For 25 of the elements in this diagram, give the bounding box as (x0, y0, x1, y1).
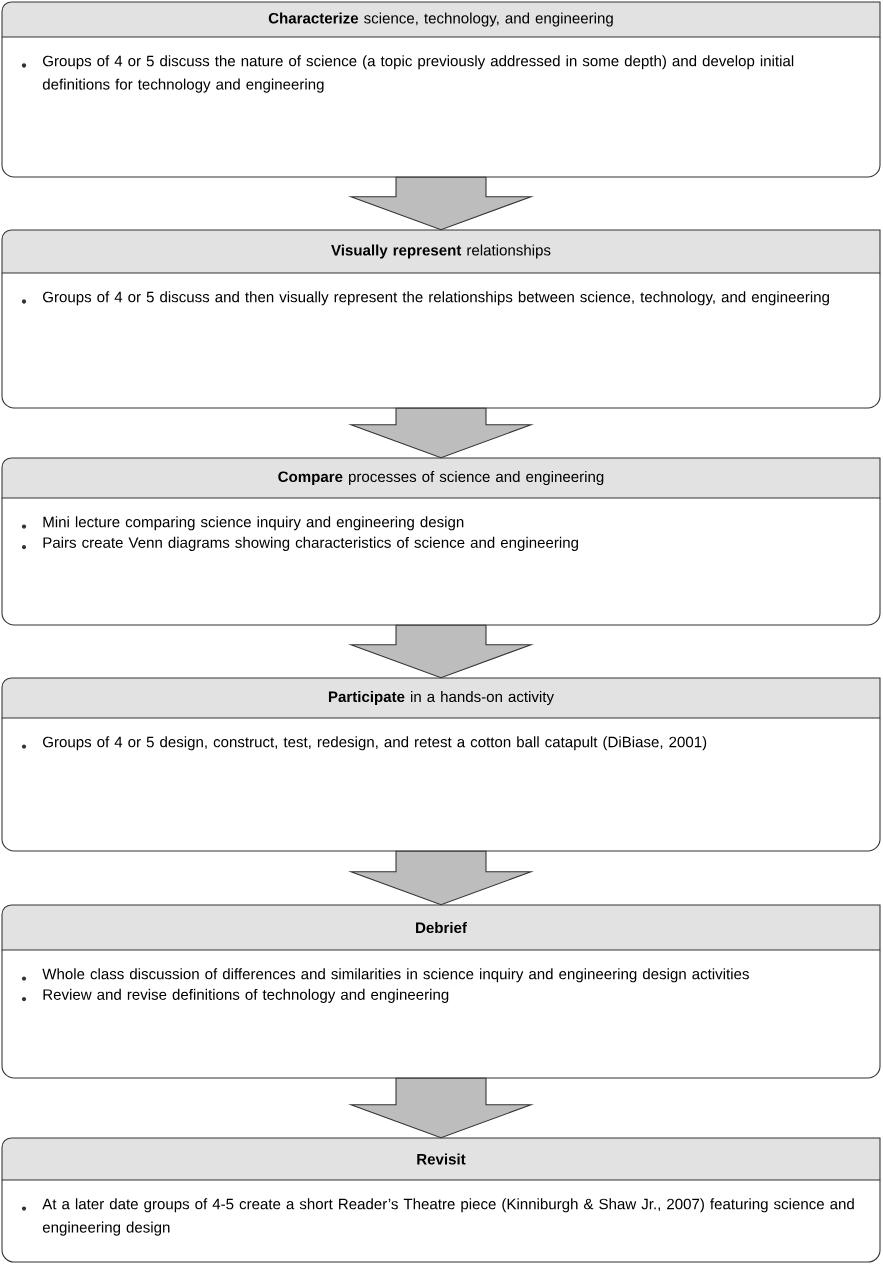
step-panel (1, 229, 881, 409)
step-heading: Participate in a hands-on activity (328, 691, 554, 705)
block-arrow (348, 1077, 534, 1139)
step-heading: Debrief (416, 922, 467, 934)
bullet-text: Mini lecture comparing science inquiry and engineering design (43, 516, 464, 531)
step-panel (1, 457, 881, 626)
bullet-text: Whole class discussion of differences and similarities in science inquiry and engineering design activities (42, 968, 749, 983)
bullet-text: Review and revise definitions of technology and engineering (43, 988, 449, 1003)
bullet-text: Groups of 4 or 5 discuss and then visually represent the relationships between science, technology, and engineering (43, 291, 829, 306)
block-arrow (348, 176, 534, 231)
block-arrow (348, 407, 534, 459)
step-panel (1, 1137, 881, 1263)
step-heading: Visually represent relationships (331, 244, 551, 259)
block-arrow (348, 624, 534, 679)
step-heading: Revisit (417, 1153, 466, 1165)
step-heading: Characterize science, technology, and engineering (268, 12, 613, 27)
step-panel (1, 1, 881, 178)
bullet-text: At a later date groups of 4-5 create a short Reader’s Theatre piece (Kinniburgh & Shaw Jr., 2007) featuring science and engineering design (42, 1198, 854, 1236)
step-heading: Compare processes of science and engineering (278, 471, 604, 485)
step-panel (1, 904, 881, 1079)
bullet-text: Pairs create Venn diagrams showing characteristics of science and engineering (43, 536, 578, 551)
block-arrow (348, 850, 534, 906)
step-panel (1, 677, 881, 852)
bullet-text: Groups of 4 or 5 design, construct, test, redesign, and retest a cotton ball catapult (DiBiase, 2001) (43, 736, 707, 751)
bullet-text: Groups of 4 or 5 discuss the nature of science (a topic previously addressed in some depth) and develop initial definitions for technology and engineering (42, 55, 794, 93)
